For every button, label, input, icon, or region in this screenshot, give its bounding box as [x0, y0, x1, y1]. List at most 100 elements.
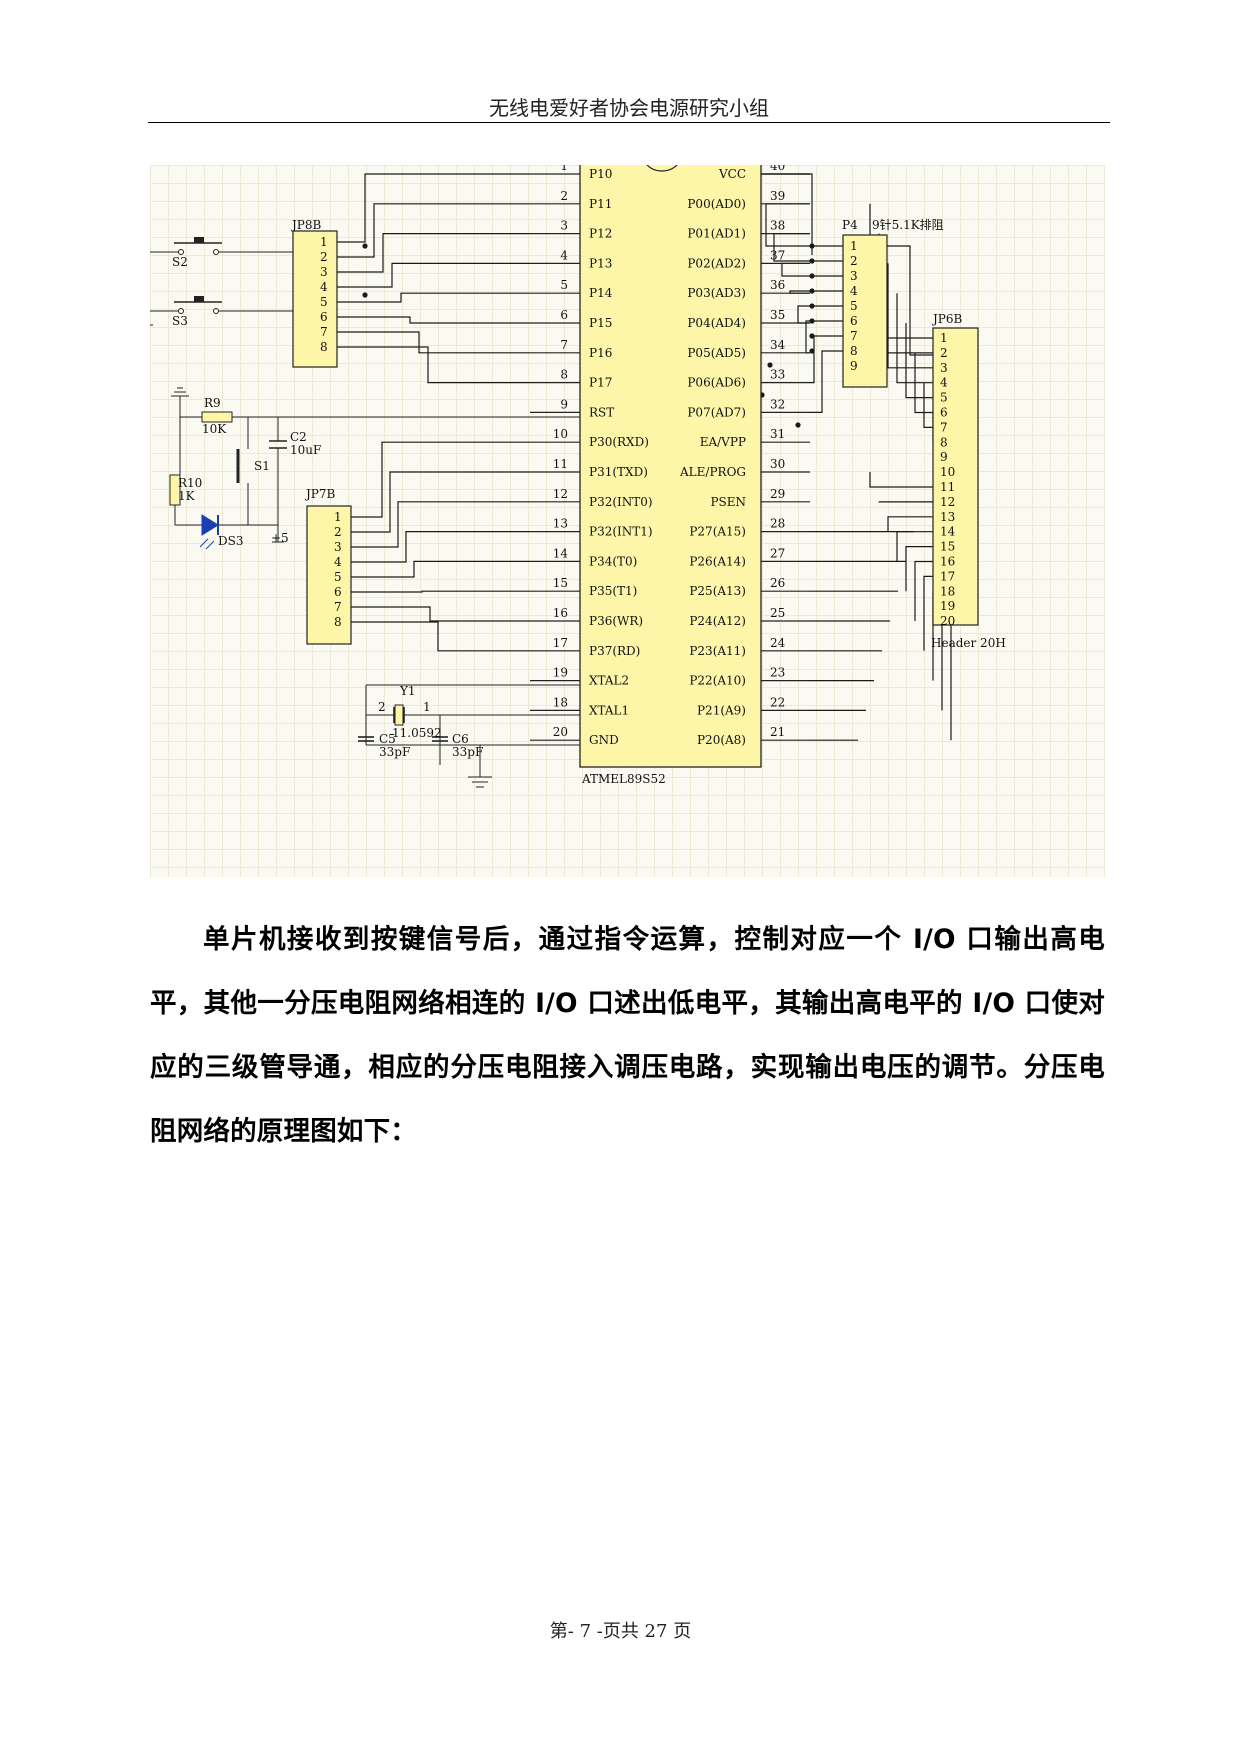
- mcu-pin-name: VCC: [718, 167, 746, 181]
- mcu-pin-name: RST: [589, 405, 614, 419]
- jp8b-body: [292, 230, 338, 368]
- s2-label: S2: [172, 255, 188, 269]
- mcu-pin-name: P20(A8): [697, 733, 746, 747]
- jp7b-pin-number: 1: [334, 510, 342, 524]
- jp7b-pin-number: 5: [334, 570, 342, 584]
- p4-pin-number: 9: [850, 359, 858, 373]
- mcu-pin-number: 14: [553, 546, 569, 560]
- mcu-pin-name: P32(INT1): [589, 525, 653, 539]
- mcu-pin-number: 19: [553, 666, 568, 680]
- mcu-pin-number: 25: [770, 606, 785, 620]
- mcu-pin-number: 7: [560, 338, 568, 352]
- mcu-pin-number: 24: [770, 636, 786, 650]
- jp8b-pin-number: 4: [320, 280, 328, 294]
- c6-value: 33pF: [452, 745, 483, 759]
- mcu-pin-name: P36(WR): [589, 614, 643, 628]
- page-footer: 第- 7 -页共 27 页: [549, 1621, 692, 1642]
- jp7b-pin-number: 8: [334, 615, 342, 629]
- jp8b-pin-number: 3: [320, 265, 328, 279]
- ground-symbol-left: [150, 310, 178, 326]
- mcu-pin-number: 2: [560, 189, 568, 203]
- mcu-pin-number: 13: [553, 517, 568, 531]
- mcu-pin-name: P32(INT0): [589, 495, 653, 509]
- mcu-pin-number: 15: [553, 576, 568, 590]
- c5-value: 33pF: [379, 745, 410, 759]
- mcu-pin-name: P07(AD7): [687, 405, 746, 419]
- jp6b-pin-number: 3: [940, 361, 948, 375]
- mcu-pin-name: P06(AD6): [687, 376, 746, 390]
- mcu-pin-name: P10: [589, 167, 612, 181]
- jp6b-ref: JP6B: [931, 312, 963, 326]
- c5-label: C5: [379, 732, 396, 746]
- jp6b-pin-number: 17: [940, 569, 955, 583]
- body-paragraph: 单片机接收到按键信号后，通过指令运算，控制对应一个 I/O 口输出高电平，其他一…: [150, 924, 1105, 1147]
- mcu-pin-name: XTAL2: [589, 674, 629, 688]
- mcu-pin-number: 12: [553, 487, 568, 501]
- jp8b-pin-number: 6: [320, 310, 328, 324]
- c2-value: 10uF: [290, 443, 321, 457]
- jp6b-pin-number: 7: [940, 420, 948, 434]
- jp6b-pin-number: 5: [940, 391, 948, 405]
- mcu-pin-number: 1: [560, 165, 568, 173]
- r10-label: R10: [178, 476, 202, 490]
- reset-network: [169, 387, 580, 550]
- mcu-pin-number: 5: [560, 278, 568, 292]
- c2-label: C2: [290, 430, 307, 444]
- r10-value: 1K: [178, 489, 196, 503]
- y1-pin1: 1: [423, 700, 431, 714]
- mcu-pin-number: 11: [553, 457, 568, 471]
- mcu-pin-name: P30(RXD): [589, 435, 649, 449]
- crystal-network: [358, 684, 580, 788]
- p4-pin-number: 3: [850, 269, 858, 283]
- jp7b-pin-number: 4: [334, 555, 342, 569]
- r9-value: 10K: [202, 422, 227, 436]
- mcu-pin-number: 33: [770, 368, 785, 382]
- jp6b-pin-number: 20: [940, 614, 955, 628]
- mcu-pin-name: P21(A9): [697, 703, 746, 717]
- jp6b-pin-number: 16: [940, 555, 955, 569]
- s3-label: S3: [172, 314, 188, 328]
- mcu-pin-number: 21: [770, 725, 785, 739]
- mcu-pin-name: P17: [589, 376, 612, 390]
- jp6b-pin-number: 14: [940, 525, 956, 539]
- jp6b-pin-number: 19: [940, 599, 955, 613]
- mcu-pin-name: P02(AD2): [687, 256, 746, 270]
- switch-s3: S3: [172, 296, 293, 328]
- ds3-label: DS3: [218, 534, 243, 548]
- mcu-pin-number: 35: [770, 308, 785, 322]
- mcu-pin-name: P15: [589, 316, 612, 330]
- jp8b-pin-number: 2: [320, 250, 328, 264]
- p4-body: [842, 234, 888, 388]
- mcu-pin-name: P34(T0): [589, 554, 637, 568]
- mcu-pin-number: 36: [770, 278, 785, 292]
- mcu-pin-name: P25(A13): [689, 584, 746, 598]
- jp6b-desc: Header 20H: [931, 636, 1006, 650]
- mcu-pin-number: 3: [560, 219, 568, 233]
- jp8b-pin-number: 7: [320, 325, 328, 339]
- mcu-pin-name: P22(A10): [689, 674, 746, 688]
- y1-value: 11.0592: [392, 726, 442, 740]
- switch-s2: S2: [150, 237, 293, 269]
- mcu-pin-name: P26(A14): [689, 554, 746, 568]
- jp7b-ref: JP7B: [304, 487, 336, 501]
- mcu-pin-name: EA/VPP: [700, 435, 746, 449]
- mcu-pin-name: P14: [589, 286, 613, 300]
- jp6b-pin-number: 18: [940, 584, 955, 598]
- jp8b-ref: JP8B: [290, 218, 322, 232]
- y1-pin2: 2: [378, 700, 386, 714]
- p4-pin-number: 8: [850, 344, 858, 358]
- jp7b-pin-number: 3: [334, 540, 342, 554]
- jp7b-pin-number: 2: [334, 525, 342, 539]
- jp7b-pin-number: 6: [334, 585, 342, 599]
- jp6b-pin-number: 6: [940, 406, 948, 420]
- mcu-pin-number: 8: [560, 368, 568, 382]
- p4-desc: 9针5.1K排阻: [872, 217, 944, 232]
- p4-pin-number: 7: [850, 329, 858, 343]
- schematic-svg: U3 ATMEL89S52 1P102P113P124P135P146P157P…: [150, 165, 1006, 788]
- jp6b-pin-number: 13: [940, 510, 955, 524]
- r9-label: R9: [204, 396, 221, 410]
- mcu-pin-name: P00(AD0): [687, 197, 746, 211]
- mcu-pin-number: 37: [770, 248, 785, 262]
- p4-pin-number: 6: [850, 314, 858, 328]
- mcu-pin-name: P37(RD): [589, 644, 640, 658]
